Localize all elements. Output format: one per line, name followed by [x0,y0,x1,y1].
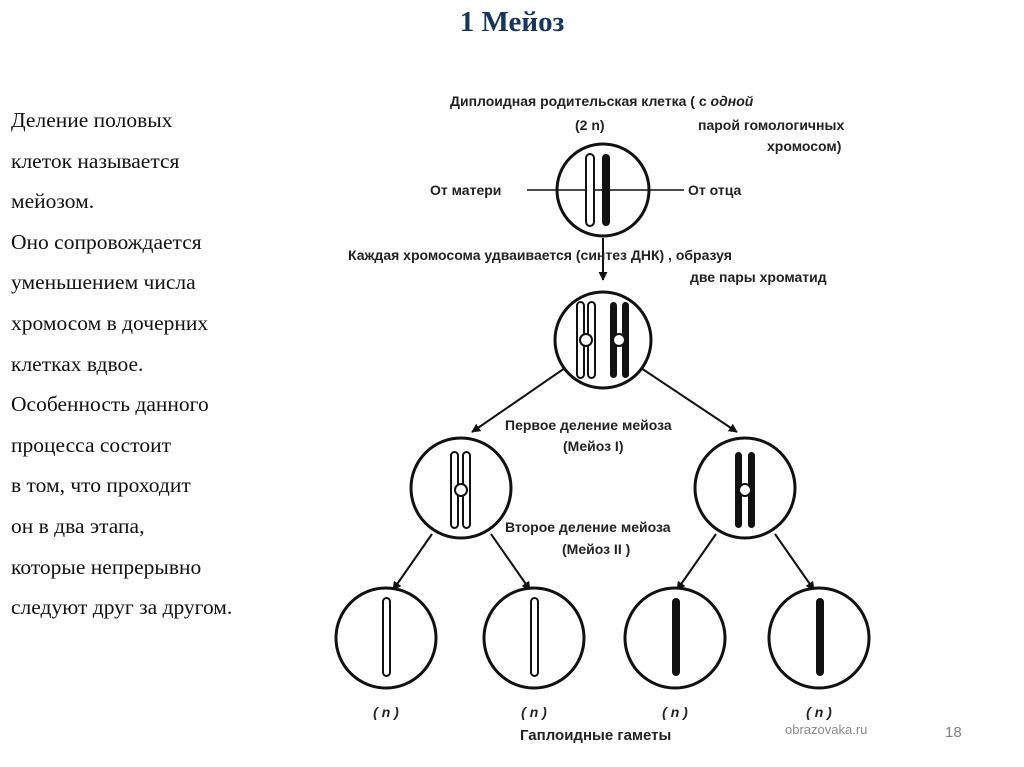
gametes-caption: Гаплоидные гаметы [520,727,671,744]
body-line: Деление половых [11,108,173,132]
meiosis2-label: Второе деление мейоза [505,519,671,535]
meiosis2-sub-label: (Мейоз II ) [562,541,630,557]
centromere [612,333,626,347]
watermark: obrazovaka.ru [785,722,868,737]
arrow-right [640,367,738,433]
meiosis1-label: Первое деление мейоза [505,417,672,433]
chromosome [382,597,391,677]
body-line: хромосом в дочерних [11,310,209,335]
body-line: которые непрерывно [11,554,202,579]
body-line: Особенность данного [11,392,209,417]
body-line: процесса состоит [11,432,171,457]
arrow-right [490,533,531,591]
chromosome [816,598,824,676]
body-line: клетках вдвое. [11,351,144,376]
chromosome [530,597,539,677]
from-mother-label: От матери [430,182,501,198]
meiosis1-sub-label: (Мейоз I) [563,438,623,454]
duplicated-cell [553,290,653,390]
centromere [454,483,468,497]
gamete-ploidy-label: ( n ) [521,704,547,720]
maternal-chromosome [585,153,595,227]
page-number: 18 [945,724,962,741]
body-line: уменьшением числа [11,270,196,295]
gamete-ploidy-label: ( n ) [662,704,688,720]
parent-cell-label: Диплоидная родительская клетка ( с одной [450,93,754,109]
body-line: следуют друг за другом. [11,595,233,620]
gamete-ploidy-label: ( n ) [806,704,832,720]
chromosome [672,598,680,676]
duplication-label: Каждая хромосома удваивается (синтез ДНК… [348,247,732,263]
body-text: Деление половых клеток называется мейозо… [11,100,331,628]
chromatid-pairs-label: две пары хроматид [690,269,827,285]
body-line: Оно сопровождается [11,229,202,254]
body-line: клеток называется [11,148,180,173]
arrow-left [676,533,717,591]
gamete-ploidy-label: ( n ) [373,704,399,720]
slide-title: 1 Мейоз [459,6,565,38]
arrow-right [774,533,815,591]
centromere [579,333,593,347]
from-father-label: От отца [688,182,741,198]
body-line: мейозом. [11,189,95,214]
arrow-left [471,367,566,433]
arrow-left [392,533,433,591]
parent-cell-ploidy-label: (2 n) [575,117,605,133]
body-line: в том, что проходит [11,473,191,498]
centromere [738,483,752,497]
body-line: он в два этапа, [11,513,145,538]
paternal-chromosome [602,154,610,226]
homologous-pair-label: парой гомологичных [698,117,844,133]
chromosomes-label: хромосом) [767,138,841,154]
